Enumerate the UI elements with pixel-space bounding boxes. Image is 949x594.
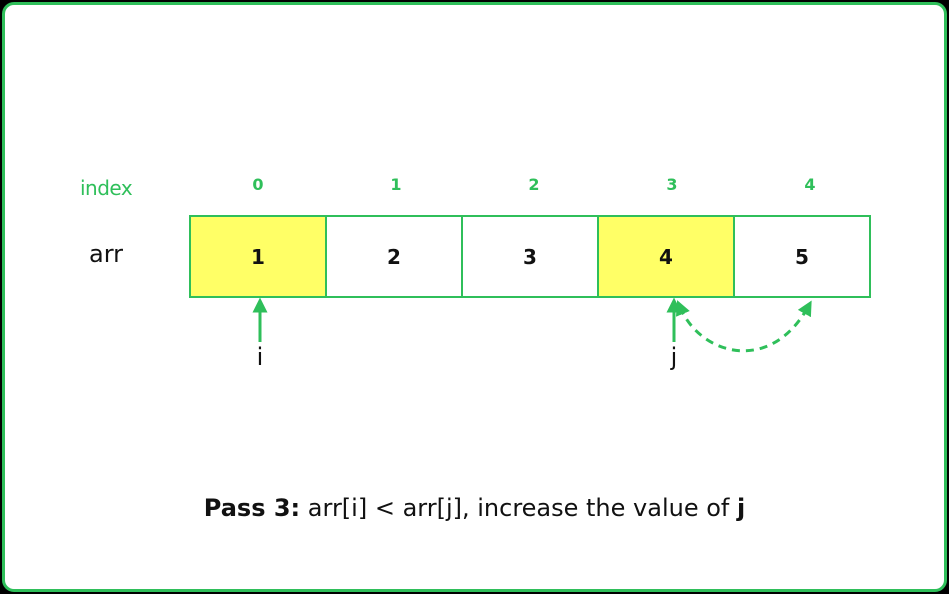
index-number: 1	[390, 175, 402, 194]
index-row-label: index	[80, 176, 133, 200]
array-cell: 5	[733, 215, 871, 298]
array-cell: 1	[189, 215, 327, 298]
caption: Pass 3: arr[i] < arr[j], increase the va…	[0, 494, 949, 522]
j-move-arrow	[675, 300, 812, 353]
index-number: 4	[804, 175, 816, 194]
array-cell: 3	[461, 215, 599, 298]
j-pointer-label: j	[670, 343, 678, 371]
index-number: 0	[252, 175, 264, 194]
index-number: 3	[666, 175, 678, 194]
array-cells: 1 2 3 4 5	[189, 215, 871, 298]
caption-var: j	[736, 494, 746, 522]
caption-text: arr[i] < arr[j], increase the value of	[300, 494, 737, 522]
i-pointer-label: i	[256, 343, 264, 371]
array-name-label: arr	[89, 240, 124, 268]
index-number: 2	[528, 175, 540, 194]
caption-pass: Pass 3:	[203, 494, 301, 522]
